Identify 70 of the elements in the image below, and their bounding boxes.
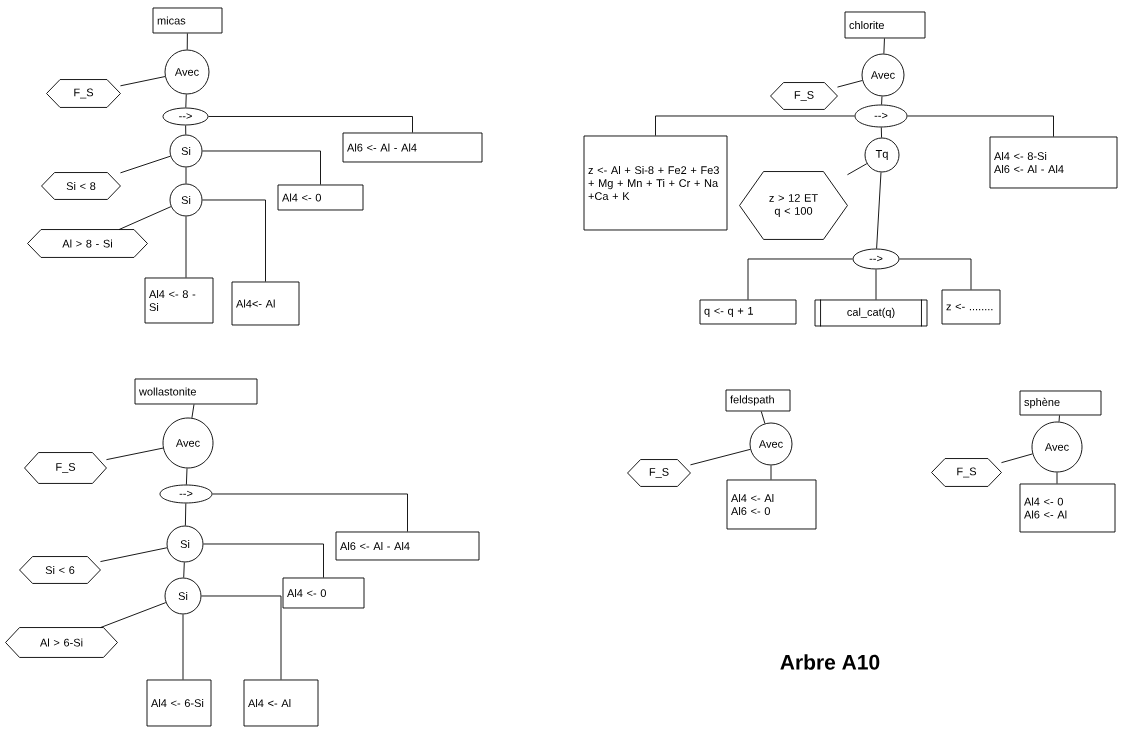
connector-line xyxy=(1058,415,1060,423)
connector-line xyxy=(875,269,877,300)
statement-box: micas xyxy=(152,7,223,34)
condition-hexagon: Si < 8 xyxy=(41,172,121,200)
connector-line xyxy=(183,561,185,578)
connector-line xyxy=(208,116,413,133)
statement-box: q <- q + 1 xyxy=(699,299,797,325)
connector-line xyxy=(907,115,1054,137)
connector-line xyxy=(191,404,195,419)
connector-line xyxy=(881,95,883,105)
connector-line xyxy=(747,258,853,300)
connector-line xyxy=(120,76,166,87)
connector-line xyxy=(120,155,171,174)
statement-box: Al4 <- 0 xyxy=(282,577,365,609)
connector-line xyxy=(185,94,187,108)
connector-line xyxy=(106,447,164,461)
statement-box: Al4 <- 0 xyxy=(277,184,364,211)
connector-line xyxy=(212,493,408,532)
condition-hexagon: Al > 6-Si xyxy=(5,627,118,658)
condition-hexagon: Si < 6 xyxy=(19,556,101,584)
connector-line xyxy=(1056,472,1058,484)
condition-hexagon: F_S xyxy=(46,79,121,108)
connector-line xyxy=(837,80,863,88)
connector-line xyxy=(185,125,187,135)
condition-hexagon: z > 12 ET q < 100 xyxy=(739,171,848,240)
statement-box: Al4 <- Al xyxy=(243,679,319,727)
condition-hexagon: F_S xyxy=(24,452,107,484)
connector-line xyxy=(876,171,882,249)
connector-line xyxy=(201,595,282,680)
condition-hexagon: Al > 8 - Si xyxy=(27,229,148,258)
connector-line xyxy=(203,543,324,578)
condition-hexagon: F_S xyxy=(627,459,691,487)
statement-box: Al4 <- 6-Si xyxy=(146,679,212,727)
statement-box: wollastonite xyxy=(134,378,258,405)
connector-line xyxy=(883,38,885,54)
connector-line xyxy=(100,602,167,628)
statement-box: chlorite xyxy=(844,11,926,39)
connector-line xyxy=(186,33,188,50)
connector-line xyxy=(880,127,882,138)
connector-line xyxy=(770,465,772,480)
connector-line xyxy=(760,411,766,424)
statement-box: Al4 <- 8-Si Al6 <- Al - Al4 xyxy=(989,136,1118,189)
connector-line xyxy=(847,163,868,176)
statement-box: Al4<- Al xyxy=(231,281,300,326)
statement-box: Al4 <- 8 - Si xyxy=(144,277,214,324)
connector-line xyxy=(184,503,187,526)
condition-hexagon: F_S xyxy=(931,458,1002,487)
statement-box: z <- Al + Si-8 + Fe2 + Fe3 + Mg + Mn + Ti + Cr + Na +Ca + K xyxy=(583,135,728,231)
connector-line xyxy=(100,547,168,563)
connector-line xyxy=(182,614,184,680)
condition-hexagon: F_S xyxy=(770,82,838,110)
statement-box: Al6 <- Al - Al4 xyxy=(335,531,480,561)
diagram-title: Arbre A10 xyxy=(780,654,880,670)
connector-line xyxy=(118,206,172,230)
statement-box: Al6 <- Al - Al4 xyxy=(342,132,483,163)
statement-box: sphène xyxy=(1019,390,1102,416)
procedure-box: cal_cat(q) xyxy=(814,299,928,327)
connector-line xyxy=(1001,453,1033,464)
connector-line xyxy=(655,115,855,136)
statement-box: feldspath xyxy=(725,389,791,412)
statement-box: Al4 <- 0 Al6 <- Al xyxy=(1019,483,1116,533)
statement-box: Al4 <- Al Al6 <- 0 xyxy=(726,479,817,530)
connector-line xyxy=(899,258,972,290)
connector-line xyxy=(202,199,266,282)
connector-line xyxy=(185,167,187,184)
connector-line xyxy=(185,467,188,485)
connector-line xyxy=(185,216,187,278)
connector-line xyxy=(202,150,321,185)
statement-box: z <- ........ xyxy=(941,289,1001,325)
connector-line xyxy=(690,448,751,466)
